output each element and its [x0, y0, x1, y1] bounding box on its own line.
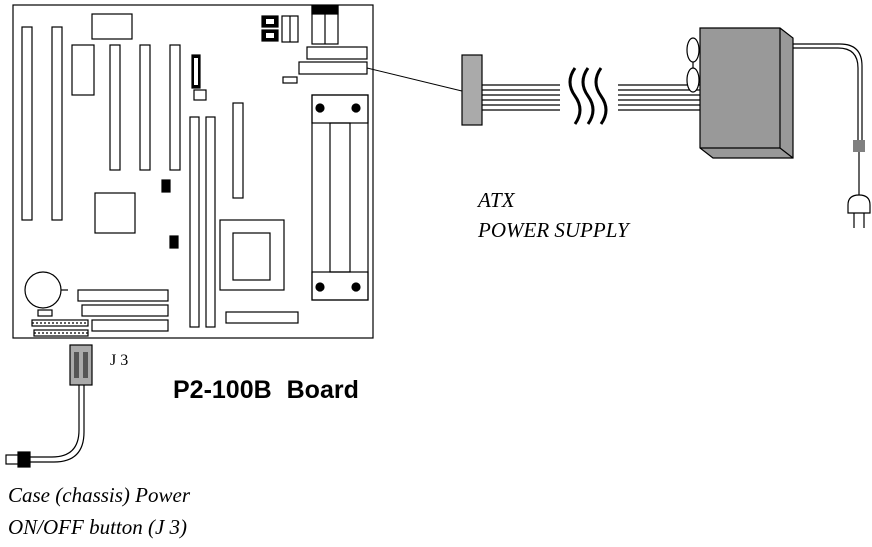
slot-5 [169, 44, 181, 171]
atx-label-line1: ATX [478, 188, 515, 212]
j3-label: J 3 [110, 352, 129, 369]
ide-connector-1 [306, 46, 368, 60]
chip-mid-left [94, 192, 136, 234]
j3-assembly [5, 344, 93, 468]
motherboard [12, 4, 374, 339]
atx-cable [461, 54, 700, 126]
case-button-label-line1: Case (chassis) Power [8, 483, 190, 507]
isa-slot-bottom-3 [91, 319, 169, 332]
small-connector [282, 76, 298, 84]
power-cord [793, 43, 863, 140]
slot-agp [232, 102, 244, 199]
ram-slot-2 [205, 116, 216, 328]
bottom-connector [225, 311, 299, 324]
ram-slot-1 [189, 116, 200, 328]
northbridge [232, 232, 271, 281]
atx-connector [461, 54, 483, 126]
chip-top-left [91, 13, 133, 40]
switch-cable [30, 385, 80, 458]
fan-icon [686, 37, 700, 93]
slot-3 [109, 44, 121, 171]
power-switch-icon [17, 451, 31, 468]
northbridge-outer [219, 219, 285, 291]
chip-left [71, 44, 95, 96]
j3-connector [69, 344, 93, 386]
slot-2 [51, 26, 63, 221]
pointer-line [366, 67, 467, 93]
power-supply-unit [686, 27, 871, 228]
board-name-label: P2-100B Board [173, 376, 359, 404]
isa-slot-bottom-1 [77, 289, 169, 302]
wave-break-icon [568, 67, 608, 125]
isa-slot-bottom-2 [81, 304, 169, 317]
case-button-label-line2: ON/OFF button (J 3) [8, 515, 188, 539]
plug-icon [847, 194, 871, 228]
atx-label-line2: POWER SUPPLY [478, 218, 629, 242]
slot-1 [21, 26, 33, 221]
wire-bundle-left [482, 84, 560, 111]
cord-strain-relief [853, 140, 865, 152]
wire-bundle-right [618, 84, 700, 111]
slot-4 [139, 44, 151, 171]
jumper-small-1 [193, 89, 207, 101]
jumper-block-2 [161, 179, 171, 193]
front-panel-header-1 [37, 309, 53, 317]
jumper-block-3 [169, 235, 179, 249]
